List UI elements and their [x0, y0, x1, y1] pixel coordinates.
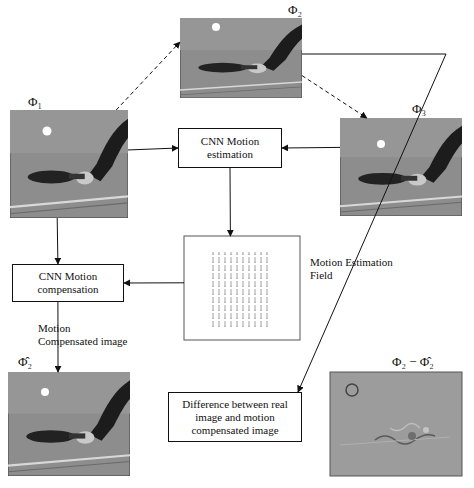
image-frame: Motion Estimation Field [184, 236, 300, 340]
frame-photo [340, 118, 462, 216]
image-frame: Φ₂ [180, 18, 302, 98]
image-heading: Motion Estimation Field [310, 256, 396, 282]
image-frame: Φ₂ − Φ̂₂ [330, 372, 462, 476]
image-heading: Φ̂₂ [18, 354, 32, 369]
flow-arrow [57, 218, 59, 264]
image-heading: Φ₁ [28, 94, 42, 109]
flow-arrow [230, 168, 231, 236]
box-label: CNN Motion compensation [17, 270, 119, 296]
frame-photo [180, 18, 302, 98]
image-heading: Φ₃ [412, 101, 426, 116]
compensated-photo [8, 372, 130, 476]
flow-arrow [124, 282, 184, 283]
image-heading: Φ₂ [288, 2, 302, 17]
edge-label: Motion Compensated image [38, 322, 128, 348]
flow-arrow [128, 148, 178, 150]
flow-arrow [298, 54, 446, 392]
difference-image [330, 372, 462, 476]
image-frame: Φ̂₂ [8, 372, 130, 476]
box-label: CNN Motion estimation [183, 135, 277, 161]
process-box: CNN Motion compensation [12, 264, 124, 302]
motion-field-image [184, 236, 300, 340]
image-frame: Φ₁ [10, 110, 128, 218]
frame-photo [10, 110, 128, 218]
image-frame: Φ₃ [340, 118, 462, 216]
process-box: CNN Motion estimation [178, 128, 282, 168]
flow-arrow [302, 76, 367, 118]
flow-arrow [116, 42, 180, 110]
box-label: Difference between real image and motion… [173, 398, 297, 437]
process-box: Difference between real image and motion… [168, 392, 302, 442]
flow-arrow [282, 147, 340, 149]
image-heading: Φ₂ − Φ̂₂ [392, 354, 434, 369]
